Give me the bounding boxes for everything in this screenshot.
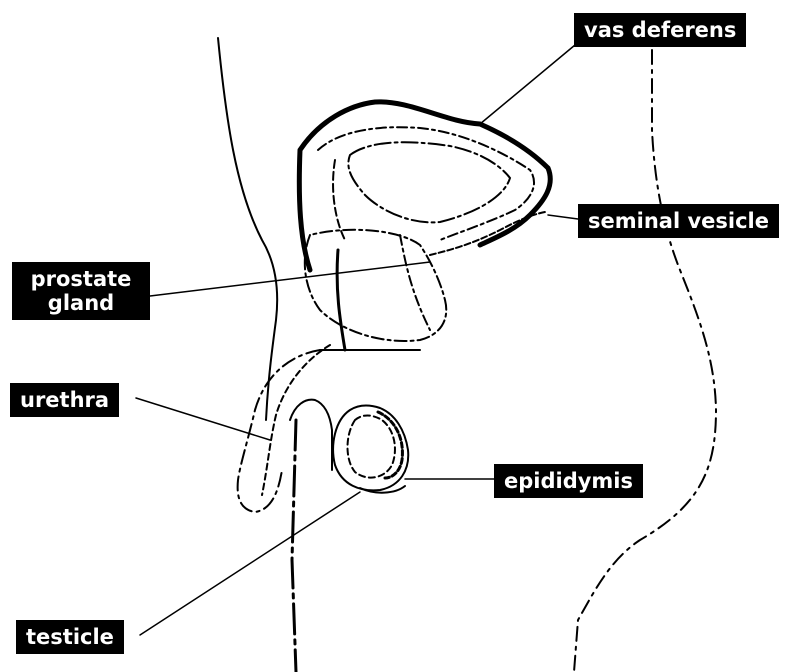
bladder-inner-3	[333, 160, 345, 240]
leader-vas-deferens	[480, 45, 575, 124]
leader-prostate	[150, 262, 430, 296]
label-prostate-line1: prostate	[22, 267, 140, 291]
label-vas-deferens: vas deferens	[574, 13, 746, 47]
label-epididymis: epididymis	[494, 464, 643, 498]
bladder-outer	[299, 102, 550, 270]
bladder-inner-2	[348, 142, 510, 222]
label-testicle: testicle	[16, 620, 124, 654]
abdomen-outline	[574, 50, 716, 672]
label-prostate-line2: gland	[22, 291, 140, 315]
leader-testicle	[140, 492, 360, 635]
leader-urethra	[136, 398, 270, 440]
prostate-inner	[400, 235, 430, 330]
label-seminal-vesicle: seminal vesicle	[578, 204, 779, 238]
label-prostate-gland: prostate gland	[12, 262, 150, 320]
leg-line	[292, 420, 296, 672]
prostate	[305, 230, 446, 341]
label-urethra: urethra	[10, 383, 119, 417]
penis-outer	[238, 350, 320, 512]
back-outline	[218, 38, 277, 420]
testis-inner	[348, 416, 395, 478]
leader-seminal-vesicle	[548, 215, 578, 219]
bladder-lower-outline	[337, 250, 345, 350]
